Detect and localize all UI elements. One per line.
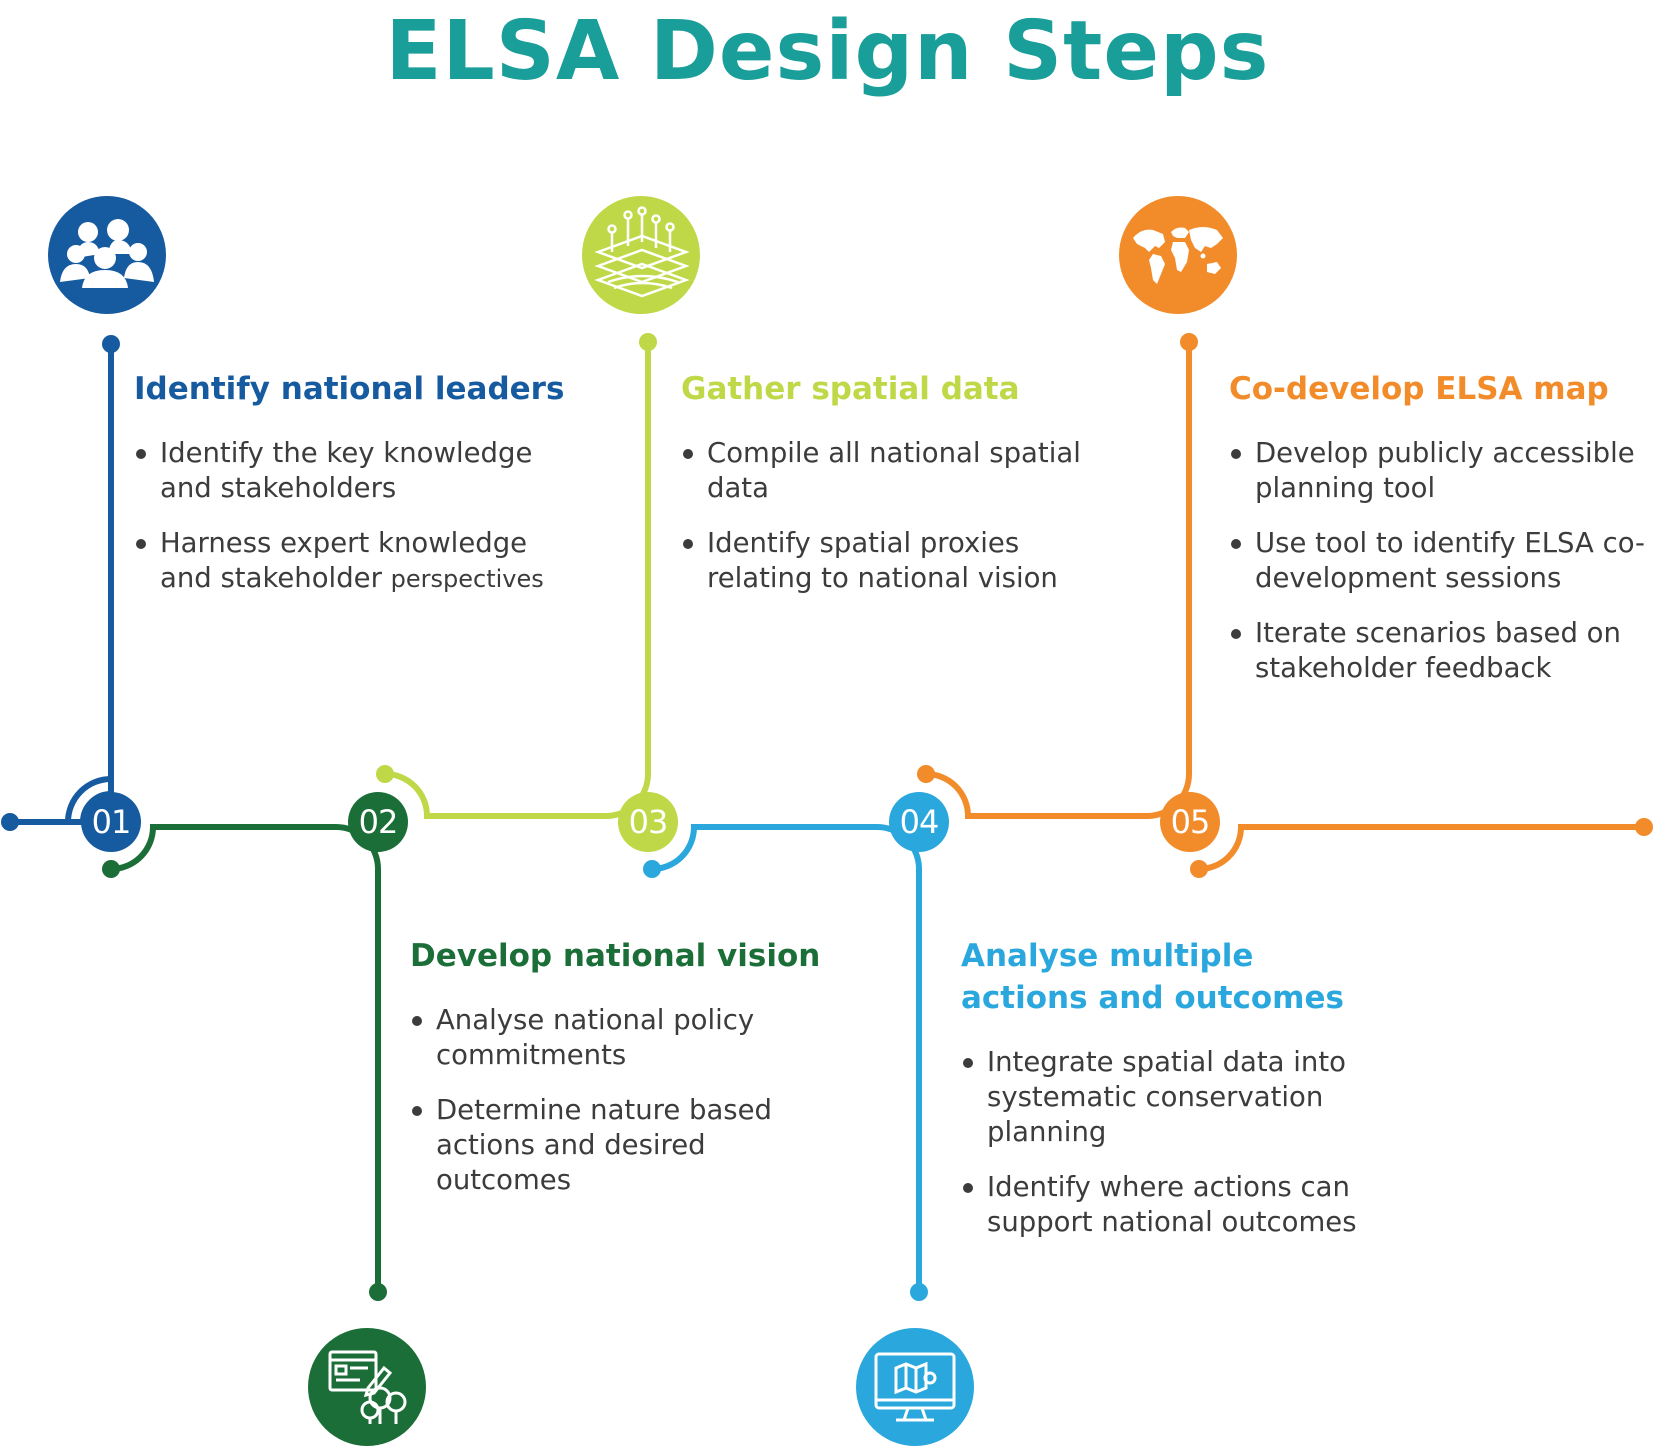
- step-1-bullet-2-suffix: perspectives: [390, 565, 544, 593]
- step-4-heading: Analyse multiple actions and outcomes: [961, 938, 1344, 1016]
- people-group-icon: [48, 196, 166, 314]
- spatial-layers-icon: [582, 196, 700, 314]
- step-2-bullets: Analyse national policy commitments Dete…: [410, 1003, 830, 1198]
- step-2-bullet-2: Determine nature based actions and desir…: [410, 1093, 830, 1198]
- step-3-bullet-1: Compile all national spatial data: [681, 436, 1121, 506]
- monitor-map-icon: [856, 1328, 974, 1446]
- step-5-bullet-1: Develop publicly accessible planning too…: [1229, 436, 1649, 506]
- step-2-heading: Develop national vision: [410, 938, 821, 974]
- step-4-bullets: Integrate spatial data into systematic c…: [961, 1045, 1381, 1240]
- document-pen-trees-icon: [308, 1328, 426, 1446]
- step-4-number: 04: [889, 792, 949, 852]
- step-3-number: 03: [618, 792, 678, 852]
- step-4-text: Analyse multiple actions and outcomes In…: [961, 935, 1381, 1260]
- step-1-heading: Identify national leaders: [134, 371, 565, 407]
- step-2-bullet-1: Analyse national policy commitments: [410, 1003, 830, 1073]
- step-2-number: 02: [348, 792, 408, 852]
- step-1-bullet-2: Harness expert knowledge and stakeholder…: [134, 526, 574, 597]
- step-5-text: Co-develop ELSA map Develop publicly acc…: [1229, 368, 1649, 706]
- step-5-bullet-2: Use tool to identify ELSA co-development…: [1229, 526, 1649, 596]
- step-5-bullet-3: Iterate scenarios based on stakeholder f…: [1229, 616, 1649, 686]
- step-3-bullets: Compile all national spatial data Identi…: [681, 436, 1121, 596]
- step-1-text: Identify national leaders Identify the k…: [134, 368, 574, 617]
- step-1-bullet-1: Identify the key knowledge and stakehold…: [134, 436, 574, 506]
- step-1-number: 01: [81, 792, 141, 852]
- step-5-bullets: Develop publicly accessible planning too…: [1229, 436, 1649, 686]
- page-title: ELSA Design Steps: [385, 4, 1270, 99]
- step-2-text: Develop national vision Analyse national…: [410, 935, 830, 1218]
- step-1-bullets: Identify the key knowledge and stakehold…: [134, 436, 574, 597]
- step-3-heading: Gather spatial data: [681, 371, 1020, 407]
- step-5-heading: Co-develop ELSA map: [1229, 371, 1609, 407]
- step-4-bullet-1: Integrate spatial data into systematic c…: [961, 1045, 1381, 1150]
- step-3-bullet-2: Identify spatial proxies relating to nat…: [681, 526, 1121, 596]
- step-3-text: Gather spatial data Compile all national…: [681, 368, 1121, 616]
- world-map-icon: [1119, 196, 1237, 314]
- step-4-bullet-2: Identify where actions can support natio…: [961, 1170, 1381, 1240]
- step-5-number: 05: [1160, 792, 1220, 852]
